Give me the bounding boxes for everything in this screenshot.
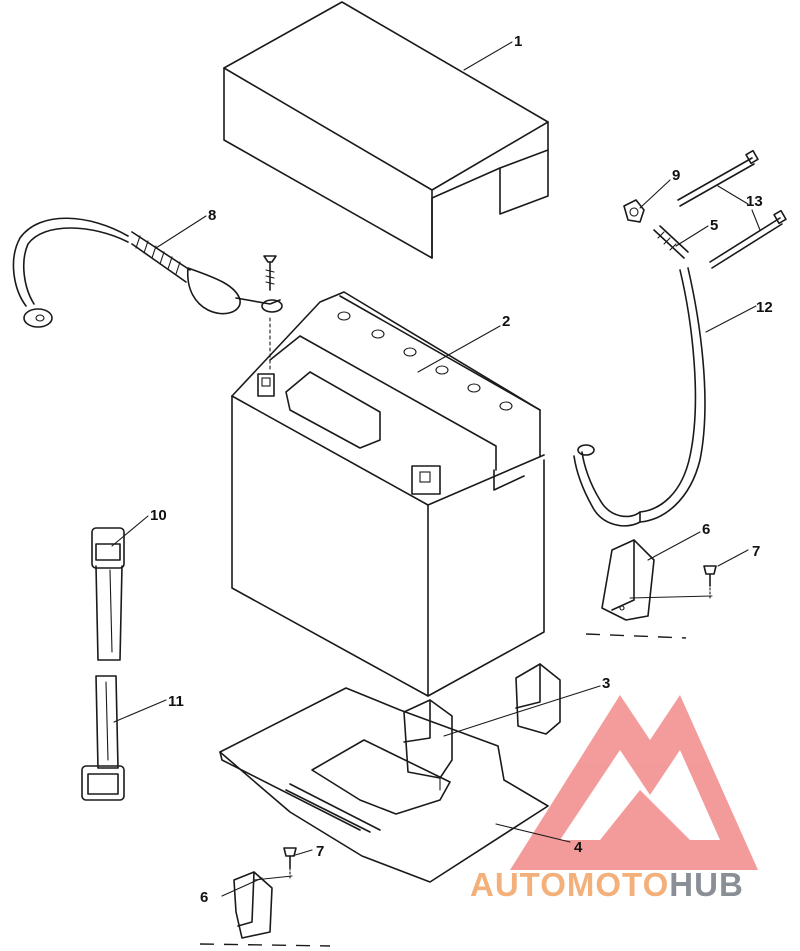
terminal-bolt [263, 255, 277, 371]
tray-bracket-3-left [403, 699, 453, 791]
tray-bracket-3-right [515, 663, 561, 735]
callout-10: 10 [150, 507, 167, 524]
hold-down-strap-10 [91, 527, 125, 661]
dashed-guide-bottom [199, 943, 331, 947]
callout-4: 4 [574, 839, 583, 856]
battery-tray-4 [219, 687, 549, 883]
battery-cell-caps [337, 311, 513, 411]
battery-terminal-left [257, 373, 275, 397]
watermark-part1: AUTOMOTO [470, 866, 669, 903]
vent-elbow-9 [623, 199, 645, 223]
hold-down-strap-11 [81, 675, 125, 801]
callout-3: 3 [602, 675, 610, 692]
leader-lines [111, 41, 761, 897]
tie-strap-13b [709, 209, 787, 269]
battery [231, 291, 545, 697]
watermark-text: AUTOMOTOHUB [470, 866, 744, 903]
battery-cable-8 [12, 217, 283, 328]
automotohub-logo [510, 695, 758, 870]
callout-9: 9 [672, 167, 680, 184]
callout-8: 8 [208, 207, 216, 224]
watermark-part2: HUB [669, 866, 744, 903]
callout-11: 11 [168, 693, 184, 710]
screw-7-bottom [283, 847, 297, 879]
bracket-6-bottom [233, 871, 293, 939]
battery-terminal-right [411, 465, 441, 495]
callout-1: 1 [514, 33, 522, 50]
callout-2: 2 [502, 313, 510, 330]
bracket-6-right [601, 539, 713, 621]
vent-fitting-5 [653, 225, 689, 259]
tie-strap-13a [677, 149, 759, 207]
dashed-guide-right [585, 633, 687, 639]
callout-13: 13 [746, 193, 763, 210]
callout-6-bottom: 6 [200, 889, 208, 906]
battery-cover [223, 1, 549, 259]
callout-7-bottom: 7 [316, 843, 324, 860]
callout-5: 5 [710, 217, 718, 234]
callout-6-right: 6 [702, 521, 710, 538]
screw-7-right [703, 565, 717, 599]
vent-tube-12 [573, 267, 706, 527]
callout-7-right: 7 [752, 543, 760, 560]
callout-12: 12 [756, 299, 773, 316]
